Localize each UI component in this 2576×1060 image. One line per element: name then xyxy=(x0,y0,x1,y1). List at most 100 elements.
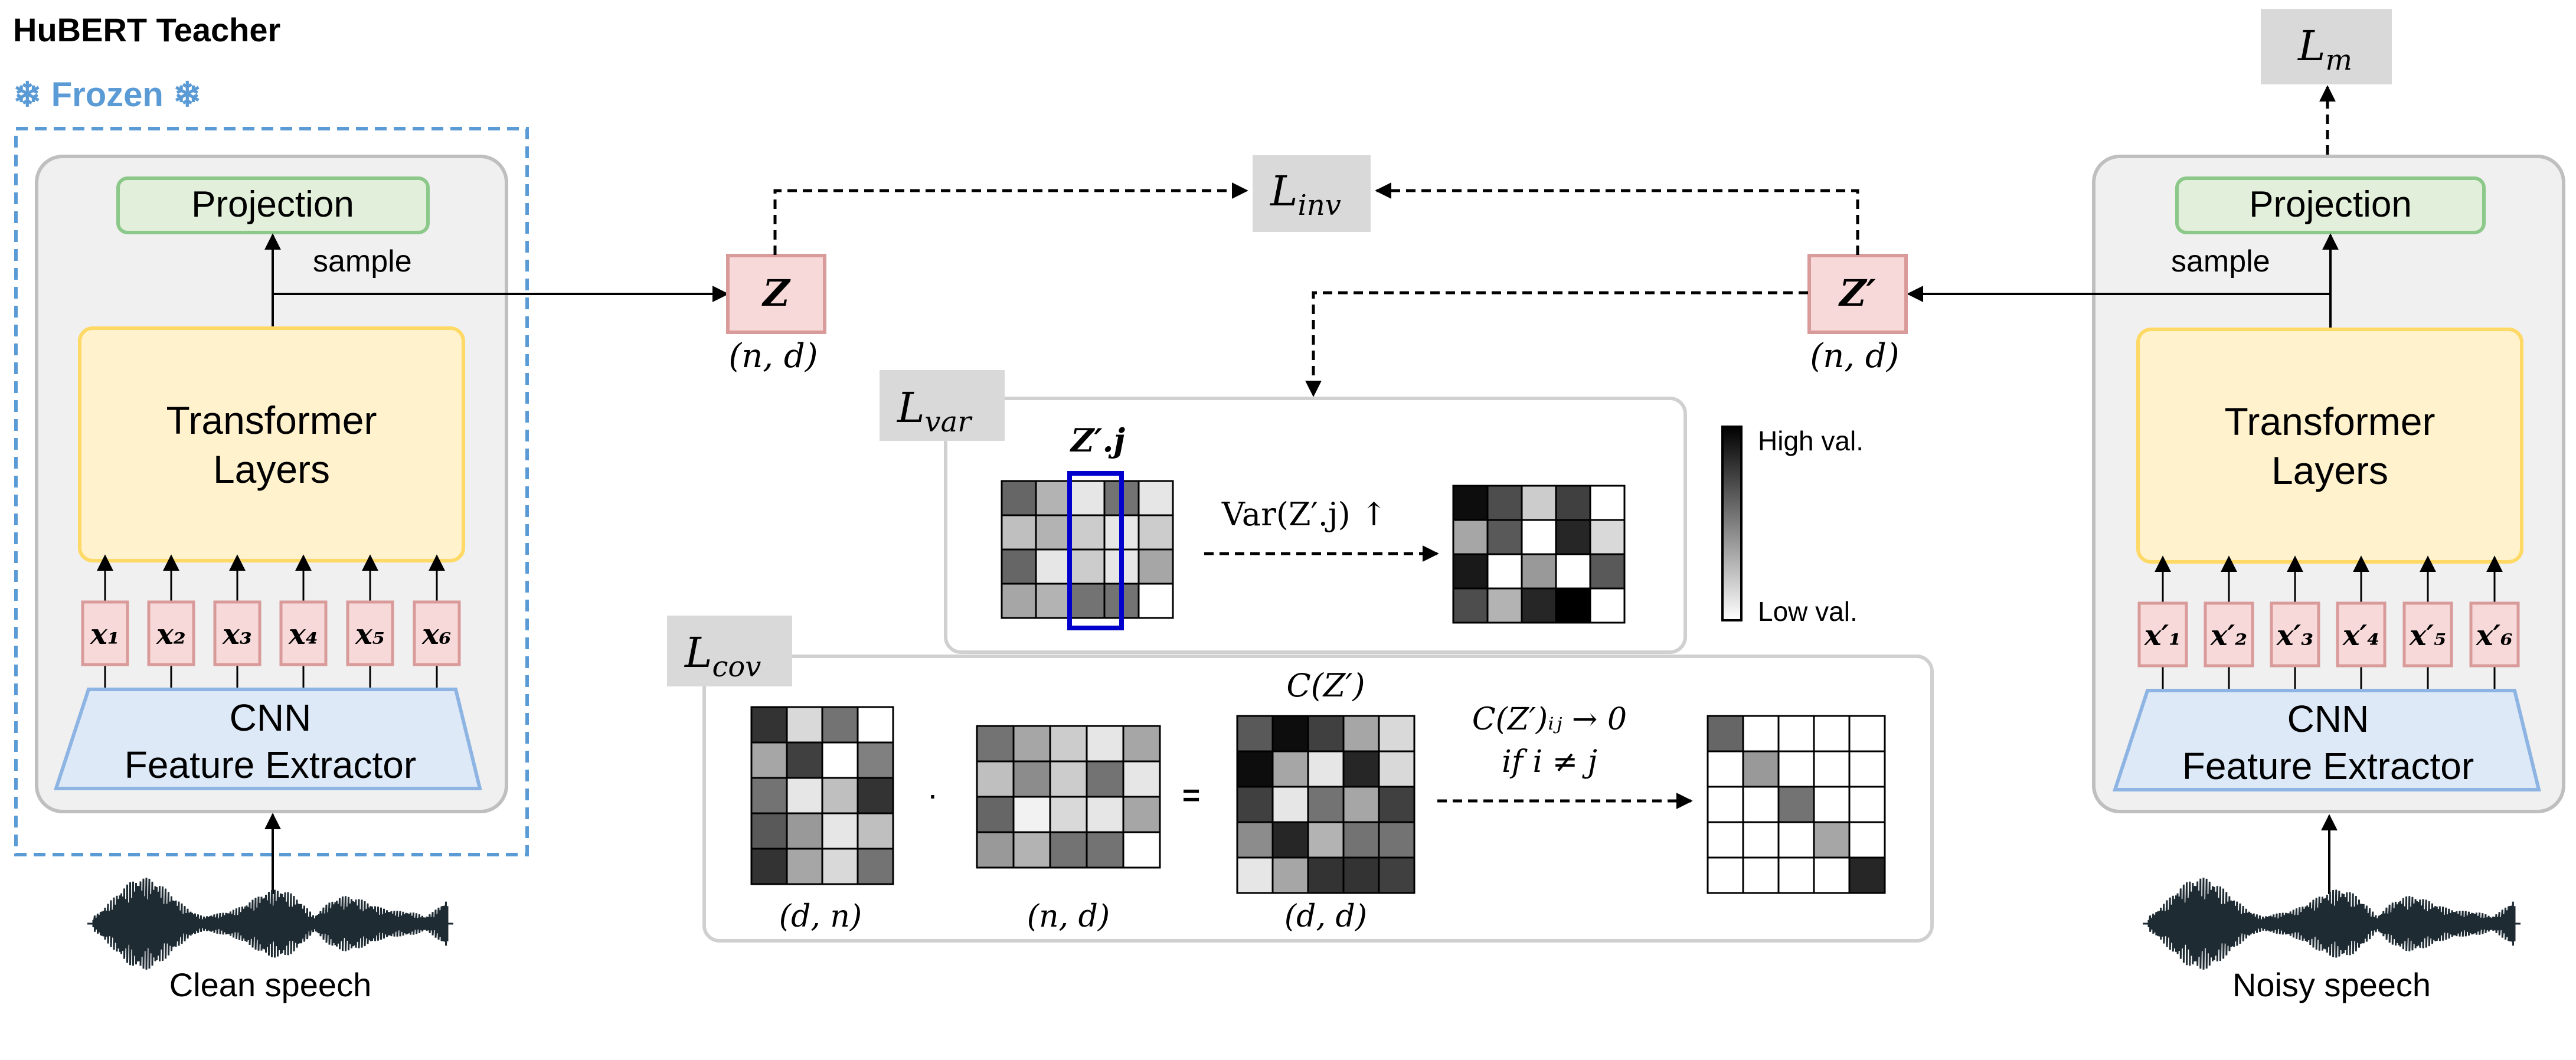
matrix-cell xyxy=(1086,725,1124,763)
cov-matrix-transpose xyxy=(750,706,894,885)
cov-condition-line2: if i ≠ j xyxy=(1502,744,1597,780)
matrix-cell xyxy=(1307,821,1345,859)
matrix-cell xyxy=(750,777,788,814)
loss-m-label: Lm xyxy=(2297,22,2352,77)
matrix-cell xyxy=(1521,553,1557,590)
cov-m2-shape: (n, d) xyxy=(1027,899,1110,934)
matrix-cell xyxy=(1813,715,1851,753)
teacher-transformer-box xyxy=(78,326,465,562)
matrix-cell xyxy=(1707,786,1744,823)
matrix-cell xyxy=(1777,786,1815,823)
matrix-cell xyxy=(1707,821,1744,859)
matrix-cell xyxy=(1086,796,1124,833)
matrix-cell xyxy=(821,777,859,814)
matrix-cell xyxy=(857,706,894,744)
matrix-cell xyxy=(1707,856,1744,894)
legend-low-label: Low val. xyxy=(1758,596,1858,627)
matrix-cell xyxy=(1742,750,1780,788)
input-token-label: x₅ xyxy=(355,618,385,651)
z-prime-to-loss-inv-arrow xyxy=(1375,182,1859,255)
loss-var-label: Lvar xyxy=(896,384,973,439)
cov-matrix-diagonal xyxy=(1707,715,1886,894)
matrix-cell xyxy=(1086,760,1124,798)
input-token-box xyxy=(2204,601,2254,668)
input-token-label: x₁ xyxy=(90,618,120,651)
matrix-cell xyxy=(1236,786,1274,823)
matrix-cell xyxy=(1378,715,1416,753)
matrix-cell xyxy=(1452,519,1489,555)
matrix-cell xyxy=(821,741,859,779)
matrix-cell xyxy=(1086,831,1124,869)
matrix-cell xyxy=(1848,821,1886,859)
matrix-cell xyxy=(1742,715,1780,753)
matrix-cell xyxy=(821,812,859,850)
input-token-box xyxy=(346,600,394,666)
z-prime-shape: (n, d) xyxy=(1810,337,1899,375)
matrix-cell xyxy=(1777,750,1815,788)
matrix-cell xyxy=(786,706,823,744)
student-projection-label: Projection xyxy=(2249,184,2412,225)
matrix-cell xyxy=(1378,750,1416,788)
matrix-cell xyxy=(1813,750,1851,788)
matrix-cell xyxy=(1001,514,1037,551)
matrix-cell xyxy=(1342,856,1380,894)
noisy-speech-waveform xyxy=(2143,878,2521,970)
matrix-cell xyxy=(1848,750,1886,788)
legend-high-label: High val. xyxy=(1758,426,1864,456)
matrix-cell xyxy=(1452,587,1489,624)
matrix-cell xyxy=(1012,831,1051,869)
input-token-label: x′₂ xyxy=(2210,619,2247,652)
matrix-cell xyxy=(1378,786,1416,823)
matrix-cell xyxy=(1049,831,1088,869)
matrix-cell xyxy=(1012,760,1051,798)
matrix-cell xyxy=(1049,796,1088,833)
matrix-cell xyxy=(1035,548,1071,585)
input-token-label: x′₄ xyxy=(2342,619,2379,652)
matrix-cell xyxy=(1122,796,1161,833)
matrix-cell xyxy=(976,725,1015,763)
matrix-cell xyxy=(1848,856,1886,894)
matrix-cell xyxy=(1378,856,1416,894)
noisy-speech-label: Noisy speech xyxy=(2232,966,2431,1003)
matrix-cell xyxy=(1069,583,1106,619)
matrix-cell xyxy=(750,848,788,885)
z-prime-label: Z′ xyxy=(1838,271,1876,315)
input-token-label: x₃ xyxy=(222,618,252,651)
var-op-label: Var(Z′.j) ↑ xyxy=(1221,496,1387,533)
cov-matrix-z xyxy=(976,725,1161,869)
loss-inv-label: Linv xyxy=(1269,167,1341,222)
student-projection-box xyxy=(2175,176,2486,234)
cov-dot-operator: · xyxy=(927,776,939,813)
matrix-cell xyxy=(1271,786,1309,823)
teacher-sample-label: sample xyxy=(313,244,412,279)
matrix-cell xyxy=(1848,715,1886,753)
matrix-cell xyxy=(1001,583,1037,619)
matrix-cell xyxy=(1271,715,1309,753)
matrix-cell xyxy=(857,848,894,885)
student-cnn-line2: Feature Extractor xyxy=(2182,745,2474,787)
matrix-cell xyxy=(1555,587,1591,624)
matrix-cell xyxy=(1137,514,1174,551)
student-sample-label: sample xyxy=(2171,244,2270,279)
matrix-cell xyxy=(1307,715,1345,753)
loss-inv-box xyxy=(1253,155,1371,232)
matrix-cell xyxy=(1342,715,1380,753)
matrix-cell xyxy=(1271,821,1309,859)
z-label: Z xyxy=(761,271,791,315)
input-token-label: x′₆ xyxy=(2476,619,2513,652)
matrix-cell xyxy=(1122,725,1161,763)
teacher-projection-box xyxy=(116,176,430,234)
matrix-cell xyxy=(1486,587,1523,624)
matrix-cell xyxy=(1069,480,1106,516)
matrix-cell xyxy=(1707,715,1744,753)
loss-cov-box xyxy=(667,616,792,686)
matrix-cell xyxy=(1777,715,1815,753)
student-cnn-box xyxy=(2112,689,2541,791)
var-matrix-before xyxy=(1001,480,1174,619)
input-token-box xyxy=(2137,601,2188,668)
matrix-cell xyxy=(1342,821,1380,859)
input-token-box xyxy=(213,600,261,666)
student-cnn-line1: CNN xyxy=(2287,698,2369,740)
teacher-transformer-line2: Layers xyxy=(213,447,330,491)
